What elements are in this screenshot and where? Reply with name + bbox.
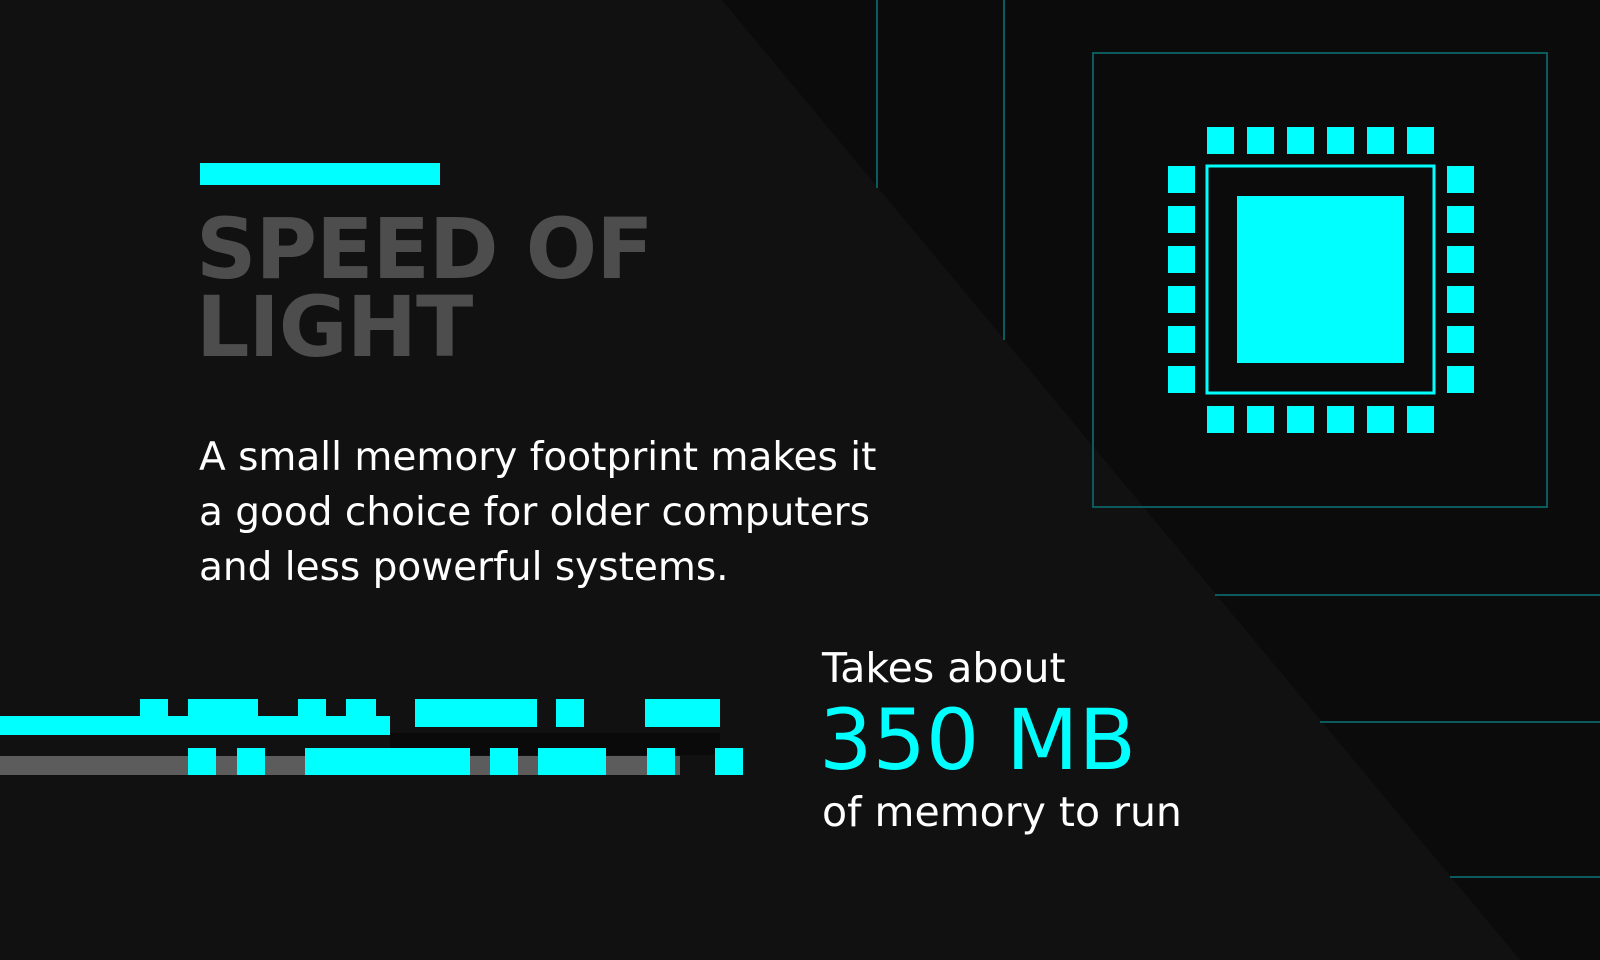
stat-suffix: of memory to run — [822, 788, 1182, 836]
data-stream-bars — [0, 699, 743, 775]
description: A small memory footprint makes it a good… — [199, 430, 959, 595]
headline-line-1: SPEED OF — [196, 200, 654, 298]
accent-bar — [200, 163, 440, 185]
stat-value: 350 MB — [819, 691, 1137, 789]
headline-line-2: LIGHT — [196, 278, 473, 376]
description-line-3: and less powerful systems. — [199, 545, 729, 590]
description-line-1: A small memory footprint makes it — [199, 435, 877, 480]
headline: SPEED OF LIGHT — [196, 200, 654, 376]
circuit-lines — [876, 0, 1600, 878]
cpu-chip-icon — [1092, 52, 1548, 508]
description-line-2: a good choice for older computers — [199, 490, 870, 535]
stat-prefix: Takes about — [822, 644, 1066, 692]
